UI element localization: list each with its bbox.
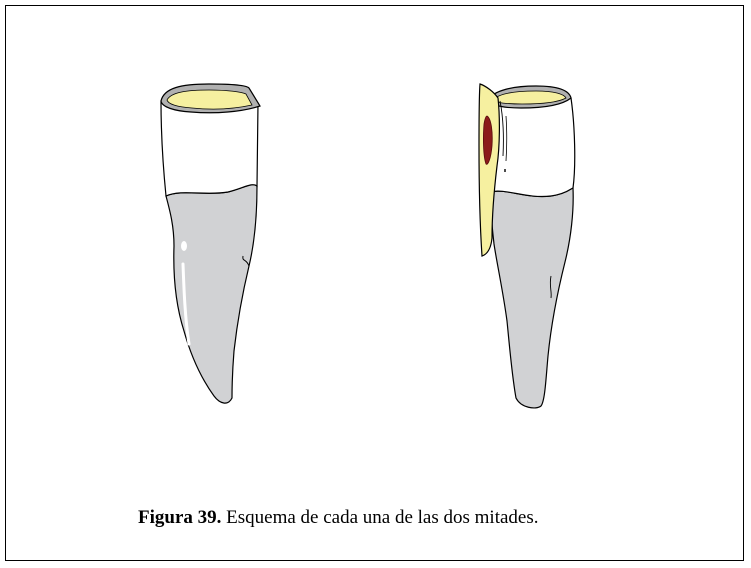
right-crown xyxy=(489,92,576,198)
figure-caption: Figura 39. Esquema de cada una de las do… xyxy=(138,506,538,530)
right-root xyxy=(489,187,574,409)
right-top-surface xyxy=(492,90,567,105)
right-pulp-canal xyxy=(483,115,493,165)
left-top-surface xyxy=(166,89,253,110)
left-root xyxy=(165,184,258,404)
tooth-half-sectioned-icon xyxy=(478,83,576,409)
figure-illustration xyxy=(160,83,576,409)
figure-caption-label: Figura 39. xyxy=(138,507,222,528)
figure-caption-text: Esquema de cada una de las dos mitades. xyxy=(221,507,539,528)
figure-frame: Figura 39. Esquema de cada una de las do… xyxy=(5,5,744,561)
tooth-half-outer-icon xyxy=(160,83,261,404)
